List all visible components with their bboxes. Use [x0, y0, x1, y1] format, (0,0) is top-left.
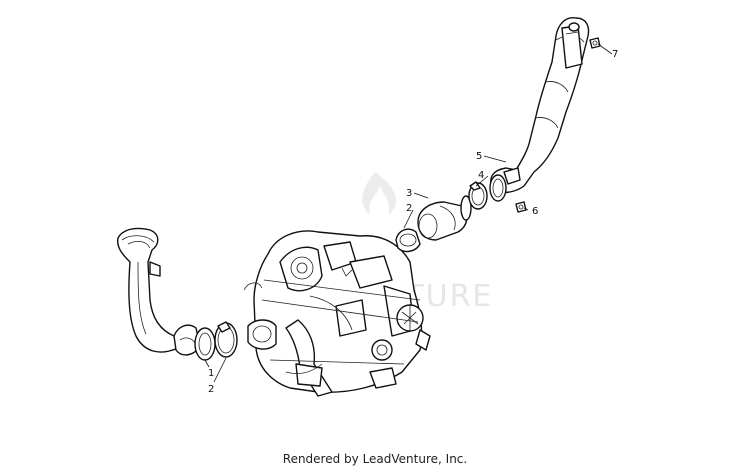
right-outlet-duct	[489, 17, 590, 202]
callout-6: 6	[532, 206, 538, 217]
callout-1: 1	[208, 368, 214, 379]
callout-4: 4	[478, 170, 484, 181]
engine-assembly	[243, 230, 431, 397]
callout-3: 3	[406, 188, 412, 199]
left-intake-duct	[116, 227, 201, 356]
callout-7: 7	[612, 49, 618, 60]
fastener-6	[515, 201, 527, 213]
callout-2-left: 2	[208, 384, 214, 395]
callout-5: 5	[476, 151, 482, 162]
leader-lines	[204, 43, 613, 383]
footer-credit: Rendered by LeadVenture, Inc.	[282, 452, 468, 466]
fastener-7	[589, 37, 601, 49]
upper-coupler-and-clamps	[395, 181, 488, 253]
callout-2-upper: 2	[406, 203, 412, 214]
callout-labels: 1 2 3 2 4 5 6 7	[208, 49, 618, 395]
left-coupler-and-clamp	[194, 321, 238, 361]
